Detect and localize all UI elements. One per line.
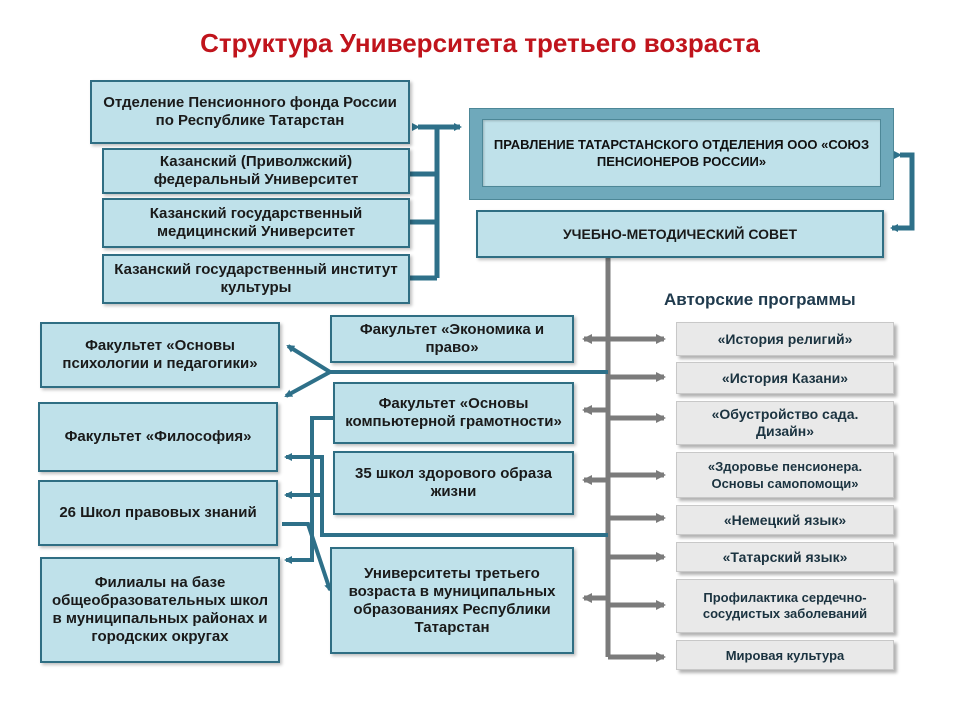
page-title: Структура Университета третьего возраста	[200, 28, 760, 58]
program-tatar: «Татарский язык»	[676, 542, 894, 572]
faculty-computer-literacy: Факультет «Основы компьютерной грамотнос…	[333, 382, 574, 444]
law-schools: 26 Школ правовых знаний	[38, 480, 278, 546]
faculty-psychology: Факультет «Основы психологии и педагогик…	[40, 322, 280, 388]
board-box: ПРАВЛЕНИЕ ТАТАРСТАНСКОГО ОТДЕЛЕНИЯ ООО «…	[482, 119, 881, 187]
partner-medical-university: Казанский государственный медицинский Ун…	[102, 198, 410, 248]
faculty-links	[282, 344, 608, 592]
partner-bus	[410, 123, 915, 281]
health-schools: 35 школ здорового образа жизни	[333, 451, 574, 515]
program-cardio-prevention: Профилактика сердечно-сосудистых заболев…	[676, 579, 894, 633]
faculty-philosophy: Факультет «Философия»	[38, 402, 278, 472]
program-garden-design: «Обустройство сада. Дизайн»	[676, 401, 894, 445]
partner-culture-institute: Казанский государственный институт культ…	[102, 254, 410, 304]
partner-kfu: Казанский (Приволжский) федеральный Унив…	[102, 148, 410, 194]
program-kazan-history: «История Казани»	[676, 362, 894, 394]
partner-pension-fund: Отделение Пенсионного фонда России по Ре…	[90, 80, 410, 144]
school-branches: Филиалы на базе общеобразовательных школ…	[40, 557, 280, 663]
municipal-universities: Университеты третьего возраста в муницип…	[330, 547, 574, 654]
board-frame: ПРАВЛЕНИЕ ТАТАРСТАНСКОГО ОТДЕЛЕНИЯ ООО «…	[469, 108, 894, 200]
program-trunk	[582, 258, 666, 662]
program-world-culture: Мировая культура	[676, 640, 894, 670]
program-pensioner-health: «Здоровье пенсионера. Основы самопомощи»	[676, 452, 894, 498]
program-german: «Немецкий язык»	[676, 505, 894, 535]
faculty-economics-law: Факультет «Экономика и право»	[330, 315, 574, 363]
programs-heading: Авторские программы	[664, 290, 856, 309]
council-box: УЧЕБНО-МЕТОДИЧЕСКИЙ СОВЕТ	[476, 210, 884, 258]
program-religion-history: «История религий»	[676, 322, 894, 356]
